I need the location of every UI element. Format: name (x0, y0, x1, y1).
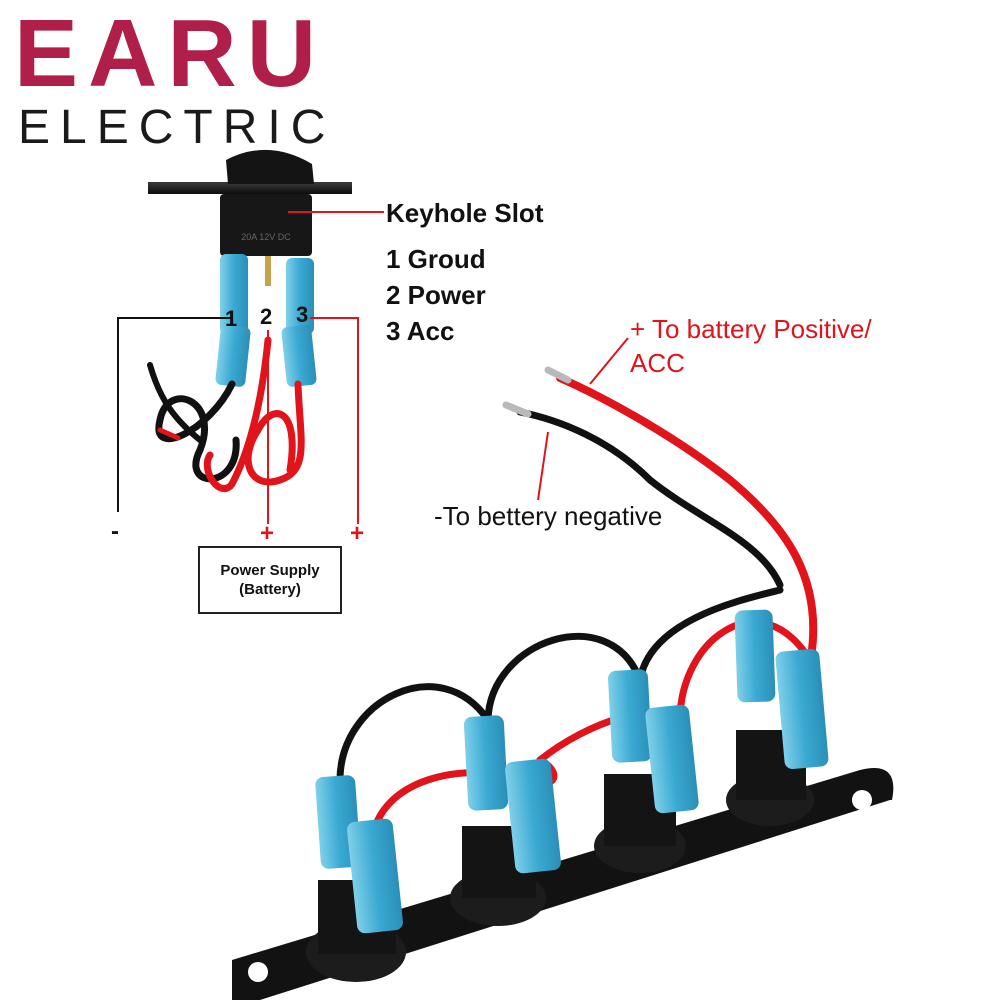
connector-pin-1 (220, 254, 248, 334)
acc-wire (244, 380, 305, 486)
pin-number-1: 1 (225, 306, 238, 331)
panel-connector-2b (505, 758, 561, 874)
acc-leader (310, 317, 359, 524)
negative-sign: - (111, 518, 119, 545)
ground-wire-end (147, 362, 203, 443)
connector-pin-1-lower (215, 325, 251, 387)
single-rocker-switch: 20A 12V DC (117, 149, 384, 524)
ground-leader (117, 317, 232, 512)
power-supply-label: Power Supply (220, 561, 320, 579)
positive-lead-tip (544, 366, 572, 384)
negative-note-leader (537, 431, 549, 501)
brand-logo: EARU (14, 0, 327, 107)
panel-mount-hole-right (852, 790, 872, 810)
power-wire-tip (157, 427, 181, 441)
negative-lead (516, 408, 784, 589)
legend-acc: 3 Acc (386, 316, 455, 346)
switch-panel (232, 586, 894, 1000)
positive-sign-acc: + (350, 520, 365, 547)
connector-pin-3 (286, 258, 314, 334)
pin-2-terminal (265, 256, 271, 286)
battery-leads (502, 337, 818, 654)
ground-jumper-1 (336, 683, 492, 784)
legend-ground: 1 Groud (386, 244, 486, 274)
pin-number-3: 3 (296, 302, 309, 327)
ground-jumper-2 (484, 632, 644, 724)
ground-wire (155, 380, 240, 483)
power-supply-box: Power Supply (Battery) (198, 546, 342, 614)
switch-marking: 20A 12V DC (241, 232, 291, 242)
panel-connector-3b (645, 704, 699, 814)
panel-connector-1b (347, 818, 403, 934)
brand-subtitle: ELECTRIC (18, 101, 336, 154)
panel-connector-4a (734, 609, 776, 703)
ground-jumper-3 (636, 586, 784, 684)
power-supply-sublabel: (Battery) (239, 581, 301, 598)
positive-note-line2: ACC (630, 348, 685, 378)
negative-note: -To bettery negative (434, 501, 663, 531)
positive-note-leader (589, 337, 629, 385)
pin-number-2: 2 (260, 304, 273, 329)
rocker-button (226, 149, 314, 184)
panel-connector-2a (463, 715, 509, 811)
panel-mount-hole-left (248, 962, 268, 982)
positive-sign-power: + (260, 520, 275, 547)
connector-pin-3-lower (281, 325, 317, 387)
switch-bezel (148, 182, 352, 194)
power-jumper-3 (676, 618, 814, 724)
panel-connector-3a (608, 669, 652, 763)
positive-lead (556, 374, 818, 654)
negative-lead-tip (502, 401, 532, 418)
power-wire (203, 336, 272, 492)
keyhole-slot-label: Keyhole Slot (386, 198, 544, 228)
legend-power: 2 Power (386, 280, 486, 310)
panel-connector-4b (775, 648, 829, 770)
switch-body (220, 194, 312, 256)
positive-note-line1: + To battery Positive/ (630, 314, 872, 344)
